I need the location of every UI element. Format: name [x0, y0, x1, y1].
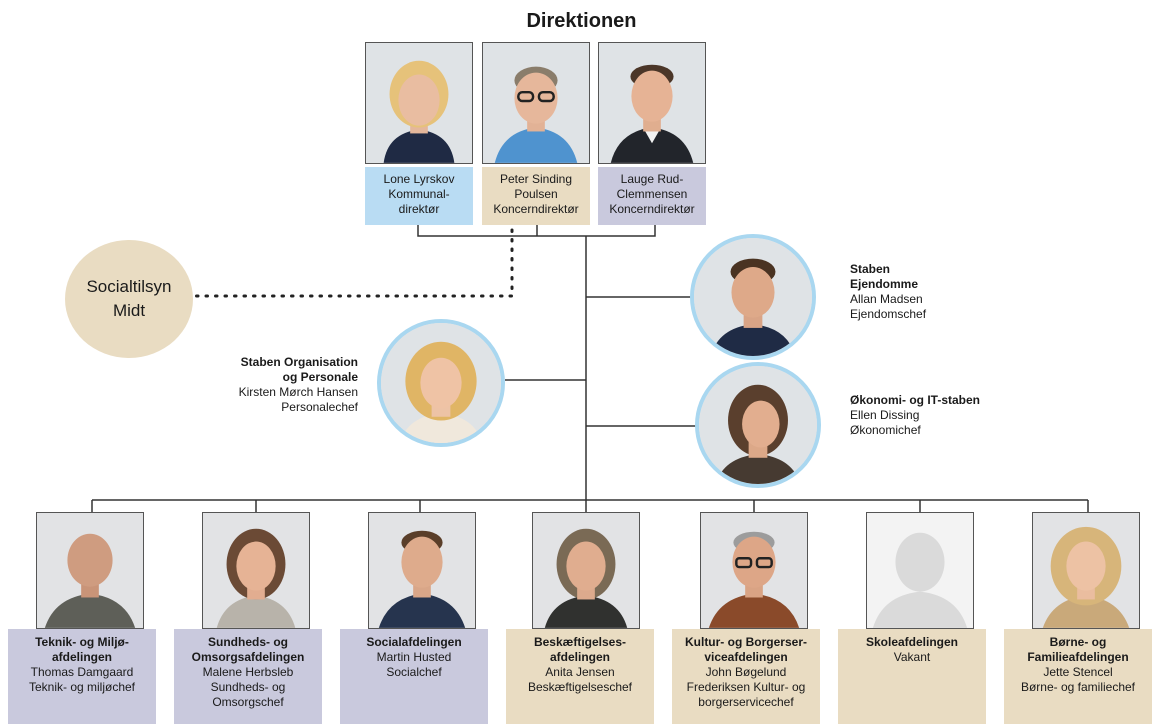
department-title: Sundheds- og — [208, 635, 288, 649]
department-title-line2: afdelingen — [549, 650, 610, 664]
staff-person-name: Ellen Dissing — [850, 408, 920, 422]
director-name-line2: Clemmensen — [616, 187, 688, 201]
department-card: Kultur- og Borgerser- viceafdelingen Joh… — [672, 629, 820, 724]
portrait-malene-herbsleb — [202, 512, 310, 629]
staff-person-name: Allan Madsen — [850, 292, 923, 306]
portrait-thomas-damgaard — [36, 512, 144, 629]
department-role: Børne- og familiechef — [1020, 680, 1136, 694]
staff-person-name: Kirsten Mørch Hansen — [238, 385, 358, 399]
director-card: Peter Sinding Poulsen Koncerndirektør — [482, 167, 590, 225]
portrait-allan-madsen — [690, 234, 816, 360]
department-card: Sundheds- og Omsorgsafdelingen Malene He… — [174, 629, 322, 724]
placeholder-silhouette-icon — [866, 512, 974, 629]
department-head: Malene Herbsleb — [202, 665, 294, 679]
staff-organisation: Staben Organisation og Personale Kirsten… — [180, 355, 358, 415]
department-card: Teknik- og Miljø- afdelingen Thomas Damg… — [8, 629, 156, 724]
staff-title: Staben Organisation — [240, 355, 358, 369]
department-head: Anita Jensen — [545, 665, 615, 679]
portrait-lauge-rud-clemmensen — [598, 42, 706, 164]
director-name: Lauge Rud- — [620, 172, 684, 186]
department-title: Børne- og — [1049, 635, 1107, 649]
department-title-line2: viceafdelingen — [704, 650, 788, 664]
department-head: John Bøgelund — [705, 665, 787, 679]
department-card: Børne- og Familieafdelingen Jette Stence… — [1004, 629, 1152, 724]
director-title: Koncerndirektør — [609, 202, 695, 216]
portrait-peter-sinding-poulsen — [482, 42, 590, 164]
department-title-line2: afdelingen — [51, 650, 112, 664]
department-title-line2: Omsorgsafdelingen — [191, 650, 305, 664]
staff-person-role: Personalechef — [281, 400, 358, 414]
director-name: Lone Lyrskov — [383, 172, 455, 186]
department-head: Thomas Damgaard — [30, 665, 134, 679]
staff-okonomi: Økonomi- og IT-staben Ellen Dissing Økon… — [850, 393, 980, 438]
staff-title: Økonomi- og IT-staben — [850, 393, 981, 407]
department-title: Kultur- og Borgerser- — [684, 635, 807, 649]
staff-title-line2: og Personale — [282, 370, 358, 384]
director-title: direktør — [398, 202, 440, 216]
director-title: Koncerndirektør — [493, 202, 579, 216]
portrait-kirsten-morch-hansen — [377, 319, 505, 447]
portrait-lone-lyrskov — [365, 42, 473, 164]
department-title: Beskæftigelses- — [533, 635, 627, 649]
department-role: Sundheds- og — [210, 680, 286, 694]
socialtilsyn-line1: Socialtilsyn — [86, 277, 172, 296]
department-role: Beskæftigelseschef — [527, 680, 633, 694]
department-card: Skoleafdelingen Vakant — [838, 629, 986, 724]
department-card: Socialafdelingen Martin Husted Socialche… — [340, 629, 488, 724]
staff-title-line2: Ejendomme — [850, 277, 919, 291]
department-role-line2: Omsorgschef — [212, 695, 284, 709]
page-title: Direktionen — [526, 10, 637, 32]
portrait-anita-jensen — [532, 512, 640, 629]
portrait-jette-stencel — [1032, 512, 1140, 629]
staff-ejendomme: Staben Ejendomme Allan Madsen Ejendomsch… — [850, 262, 926, 322]
department-head: Jette Stencel — [1043, 665, 1113, 679]
department-title: Skoleafdelingen — [865, 635, 959, 649]
department-card: Beskæftigelses- afdelingen Anita Jensen … — [506, 629, 654, 724]
department-head: Martin Husted — [376, 650, 452, 664]
portrait-ellen-dissing — [695, 362, 821, 488]
portrait-martin-husted — [368, 512, 476, 629]
director-card: Lauge Rud- Clemmensen Koncerndirektør — [598, 167, 706, 225]
staff-person-role: Ejendomschef — [850, 307, 927, 321]
director-name-line2: Kommunal- — [388, 187, 450, 201]
socialtilsyn-line2: Midt — [112, 301, 146, 320]
department-role: Frederiksen Kultur- og — [686, 680, 806, 694]
department-role: Teknik- og miljøchef — [28, 680, 136, 694]
department-title-line2: Familieafdelingen — [1027, 650, 1129, 664]
department-role: Socialchef — [386, 665, 442, 679]
department-head: Vakant — [893, 650, 931, 664]
staff-title: Staben — [850, 262, 891, 276]
director-name: Peter Sinding — [499, 172, 573, 186]
department-title: Teknik- og Miljø- — [35, 635, 129, 649]
staff-person-role: Økonomichef — [850, 423, 921, 437]
portrait-john-bogelund-frederiksen — [700, 512, 808, 629]
department-role-line2: borgerservicechef — [698, 695, 794, 709]
director-card: Lone Lyrskov Kommunal- direktør — [365, 167, 473, 225]
director-name-line2: Poulsen — [514, 187, 558, 201]
department-title: Socialafdelingen — [366, 635, 462, 649]
socialtilsyn-circle: Socialtilsyn Midt — [65, 240, 193, 358]
